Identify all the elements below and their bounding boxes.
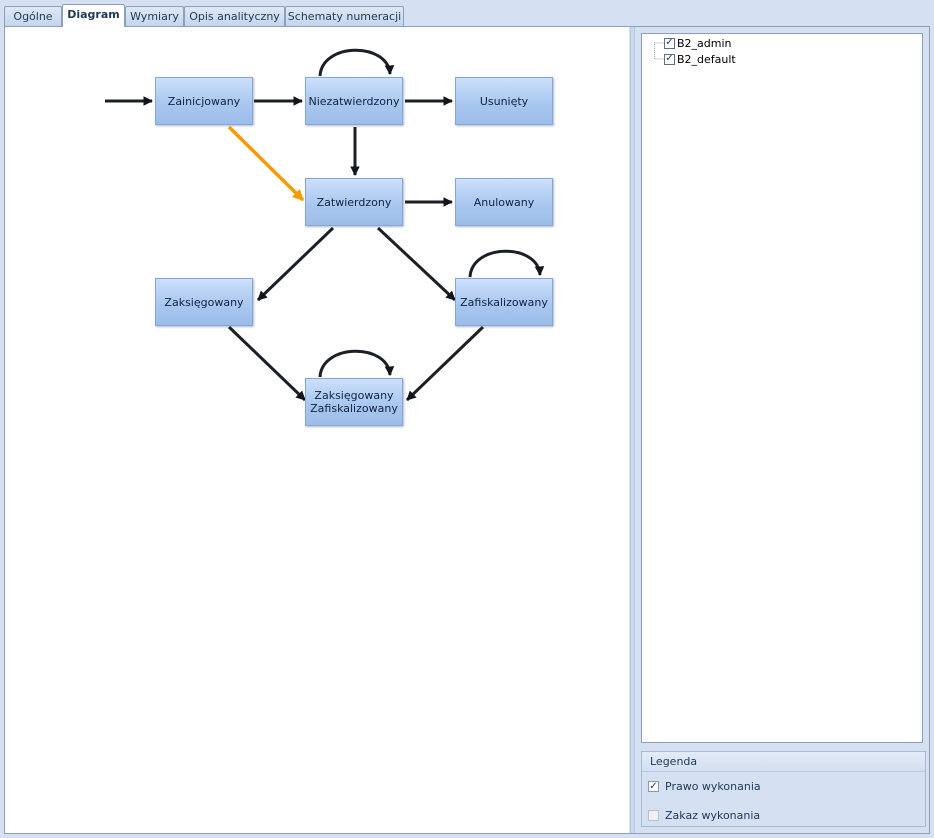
node-zatwierdzony[interactable]: Zatwierdzony — [305, 178, 403, 226]
legend-groupbox: Legenda ✓ Prawo wykonania Zakaz wykonani… — [641, 751, 926, 827]
checkbox-b2-admin[interactable]: ✓ — [664, 37, 675, 49]
node-label: Zainicjowany — [167, 94, 241, 108]
node-anulowany[interactable]: Anulowany — [455, 178, 553, 226]
node-label: Niezatwierdzony — [308, 94, 400, 108]
edge-zafiskalizowany-to-zaksiegowany-zafiskalizowany — [405, 325, 485, 402]
tab-wymiary[interactable]: Wymiary — [125, 6, 184, 26]
panel-splitter[interactable] — [630, 27, 635, 833]
tab-schematy-numeracji[interactable]: Schematy numeracji — [285, 6, 404, 26]
node-usuniety[interactable]: Usunięty — [455, 77, 553, 125]
tab-diagram[interactable]: Diagram — [62, 4, 125, 27]
loop-niezatwierdzony — [318, 48, 395, 77]
tree-item-label: B2_admin — [677, 36, 732, 50]
tree-item-b2-admin[interactable]: ✓ B2_admin — [664, 36, 732, 50]
node-label: Zatwierdzony — [316, 195, 392, 209]
legend-item-zakaz-wykonania: Zakaz wykonania — [648, 809, 760, 822]
node-label: Zafiskalizowany — [460, 295, 548, 309]
tab-opis-analityczny[interactable]: Opis analityczny — [184, 6, 285, 26]
node-label-line2: Zafiskalizowany — [310, 402, 398, 415]
loop-zafiskalizowany — [468, 249, 545, 278]
diagram-canvas[interactable] — [5, 27, 629, 833]
checkbox-prawo-wykonania: ✓ — [648, 780, 659, 792]
tree-lines — [654, 42, 664, 60]
legend-label: Zakaz wykonania — [665, 809, 761, 822]
edge-zaksiegowany-to-zaksiegowany-zafiskalizowany — [227, 325, 307, 402]
node-niezatwierdzony[interactable]: Niezatwierdzony — [305, 77, 403, 125]
tab-ogolne[interactable]: Ogólne — [4, 6, 62, 26]
edge-zainicjowany-to-zatwierdzony — [227, 125, 305, 202]
loop-zaksiegowany-zafiskalizowany — [318, 349, 395, 378]
node-label: Anulowany — [473, 195, 535, 209]
operator-tree: ✓ B2_admin ✓ B2_default — [641, 33, 923, 743]
node-label: Zaksięgowany — [164, 295, 244, 309]
legend-title: Legenda — [642, 752, 925, 772]
checkbox-zakaz-wykonania — [648, 810, 659, 821]
tree-item-label: B2_default — [677, 52, 736, 66]
node-zaksiegowany[interactable]: Zaksięgowany — [155, 278, 253, 326]
edge-zatwierdzony-to-zaksiegowany — [256, 226, 335, 302]
node-zainicjowany[interactable]: Zainicjowany — [155, 77, 253, 125]
node-zafiskalizowany[interactable]: Zafiskalizowany — [455, 278, 553, 326]
legend-label: Prawo wykonania — [665, 780, 761, 793]
node-label: Usunięty — [479, 94, 529, 108]
edge-zatwierdzony-to-zafiskalizowany — [376, 226, 457, 302]
checkbox-b2-default[interactable]: ✓ — [664, 53, 675, 65]
node-label-line1: Zaksięgowany — [314, 389, 394, 402]
tree-item-b2-default[interactable]: ✓ B2_default — [664, 52, 736, 66]
node-zaksiegowany-zafiskalizowany[interactable]: Zaksięgowany Zafiskalizowany — [305, 378, 403, 426]
legend-item-prawo-wykonania: ✓ Prawo wykonania — [648, 780, 761, 793]
